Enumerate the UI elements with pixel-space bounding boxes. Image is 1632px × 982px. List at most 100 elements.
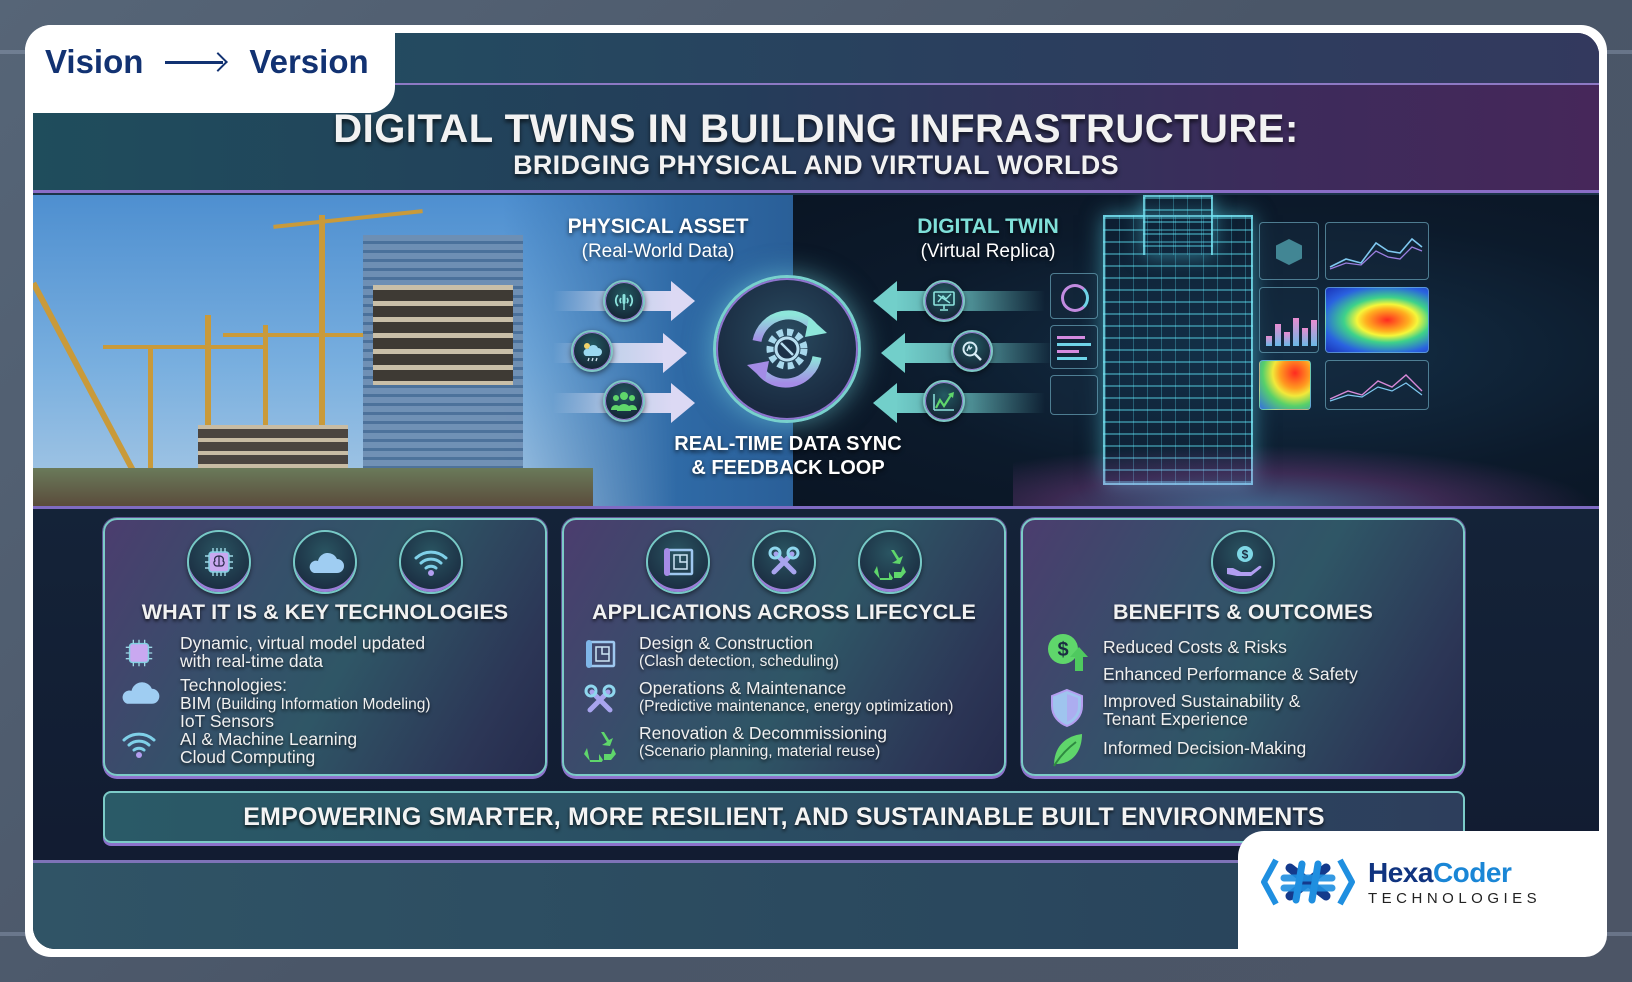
wrench-tools-icon xyxy=(578,680,622,720)
vision-label: Vision xyxy=(45,43,144,80)
cost-savings-icon: $ xyxy=(1043,630,1091,674)
benefits-card: $ BENEFITS & OUTCOMES $ Reduced Costs & … xyxy=(1021,518,1465,776)
sync-line-2: & FEEDBACK LOOP xyxy=(691,457,885,479)
data-wave xyxy=(1013,445,1599,508)
list-item: with real-time data xyxy=(180,651,323,671)
list-item: Enhanced Performance & Safety xyxy=(1103,664,1358,684)
key-technologies-card: WHAT IT IS & KEY TECHNOLOGIES Dynamic, v… xyxy=(103,518,547,776)
list-item: IoT Sensors xyxy=(180,711,275,731)
page-title: DIGITAL TWINS IN BUILDING INFRASTRUCTURE… xyxy=(333,107,1299,151)
applications-card: APPLICATIONS ACROSS LIFECYCLE Design & C… xyxy=(562,518,1006,776)
dashboard-radar-panel xyxy=(1259,222,1319,280)
blueprint-icon xyxy=(646,530,710,594)
ai-chip-icon xyxy=(119,634,159,672)
infographic: DIGITAL TWINS IN BUILDING INFRASTRUCTURE… xyxy=(33,33,1599,949)
vision-version-banner: Vision Version xyxy=(25,25,395,113)
physical-asset-label: PHYSICAL ASSET (Real-World Data) xyxy=(558,215,758,263)
list-item: Informed Decision-Making xyxy=(1103,738,1307,758)
feedback-arrow xyxy=(873,281,1045,321)
leaf-icon xyxy=(1045,730,1089,770)
card-title: BENEFITS & OUTCOMES xyxy=(1113,600,1373,624)
crane-icon xyxy=(205,315,211,505)
shield-icon xyxy=(1045,686,1089,730)
list-item: Improved Sustainability & xyxy=(1103,691,1301,711)
hexacoder-mark-icon xyxy=(1261,858,1355,906)
sensor-tower-icon xyxy=(603,280,645,322)
list-item-detail: (Scenario planning, material reuse) xyxy=(639,743,881,760)
dashboard-trend-chart xyxy=(1325,360,1429,410)
list-item-label: Operations & Maintenance xyxy=(639,678,847,698)
digital-caption: (Virtual Replica) xyxy=(920,241,1056,262)
page-subtitle: BRIDGING PHYSICAL AND VIRTUAL WORLDS xyxy=(513,150,1119,180)
list-item-detail: (Clash detection, scheduling) xyxy=(639,653,839,670)
holographic-building-top xyxy=(1143,195,1213,255)
svg-text:$: $ xyxy=(1242,548,1249,562)
dashboard-line-chart xyxy=(1325,222,1429,280)
list-item-label: Design & Construction xyxy=(639,633,814,653)
money-hand-icon: $ xyxy=(1211,530,1275,594)
background-line xyxy=(1607,50,1632,54)
physical-heading: PHYSICAL ASSET xyxy=(567,215,749,238)
list-item-label: Renovation & Decommissioning xyxy=(639,723,888,743)
sync-label: REAL-TIME DATA SYNC & FEEDBACK LOOP xyxy=(633,432,943,480)
crane-icon xyxy=(223,333,373,337)
wrench-tools-icon xyxy=(752,530,816,594)
background-line xyxy=(1607,932,1632,936)
list-item: AI & Machine Learning xyxy=(180,729,358,749)
card-icon-row: $ xyxy=(1023,530,1463,594)
sync-line-1: REAL-TIME DATA SYNC xyxy=(674,433,902,455)
wifi-icon xyxy=(399,530,463,594)
dashboard-icons-panel xyxy=(1050,375,1098,415)
list-item: Reduced Costs & Risks xyxy=(1103,637,1287,657)
list-item: BIM (Building Information Modeling) xyxy=(180,694,431,714)
bim-detail: (Building Information Modeling) xyxy=(216,696,431,713)
crane-icon xyxy=(148,345,153,495)
long-right-arrow-icon xyxy=(165,52,227,72)
dashboard-heatmap-small xyxy=(1259,360,1311,410)
gear-sync-icon xyxy=(713,275,861,423)
list-item: Technologies: xyxy=(180,675,288,695)
dashboard-heatmap xyxy=(1325,287,1429,353)
card-title: APPLICATIONS ACROSS LIFECYCLE xyxy=(592,600,976,624)
recycle-icon xyxy=(858,530,922,594)
dashboard-gauge-panel xyxy=(1050,273,1098,319)
dashboard-bar-chart xyxy=(1259,287,1319,353)
digital-heading: DIGITAL TWIN xyxy=(917,215,1059,238)
svg-text:$: $ xyxy=(1057,639,1068,661)
card-icon-row xyxy=(105,530,545,594)
title-band: DIGITAL TWINS IN BUILDING INFRASTRUCTURE… xyxy=(33,33,1599,193)
logo-name-part2: Coder xyxy=(1432,857,1512,888)
crane-icon xyxy=(319,215,325,505)
search-analysis-icon xyxy=(951,330,993,372)
list-item: Tenant Experience xyxy=(1103,709,1248,729)
monitor-analytics-icon xyxy=(923,280,965,322)
divider xyxy=(33,506,1599,509)
blueprint-icon xyxy=(578,634,622,674)
logo-name: HexaCoder xyxy=(1368,857,1541,889)
card-icon-row xyxy=(564,530,1004,594)
logo-text: HexaCoder TECHNOLOGIES xyxy=(1368,857,1541,907)
crane-icon xyxy=(263,325,268,475)
logo-name-part1: Hexa xyxy=(1368,857,1433,888)
physical-caption: (Real-World Data) xyxy=(581,241,735,262)
divider xyxy=(33,190,1599,193)
logo-subtitle: TECHNOLOGIES xyxy=(1368,890,1542,907)
bim-label: BIM xyxy=(180,693,212,713)
card-title: WHAT IT IS & KEY TECHNOLOGIES xyxy=(141,600,509,624)
dashboard-bars-panel xyxy=(1050,325,1098,369)
hexacoder-logo: HexaCoder TECHNOLOGIES xyxy=(1238,831,1607,957)
digital-twin-label: DIGITAL TWIN (Virtual Replica) xyxy=(888,215,1088,263)
wifi-icon xyxy=(119,726,159,762)
cloud-icon xyxy=(115,674,163,710)
trend-up-icon xyxy=(923,380,965,422)
feedback-arrow xyxy=(873,383,1045,423)
list-item-detail: (Predictive maintenance, energy optimiza… xyxy=(639,698,954,715)
hero-section: PHYSICAL ASSET (Real-World Data) DIGITAL… xyxy=(33,195,1599,508)
crane-icon xyxy=(103,345,263,349)
construction-ground xyxy=(33,468,593,508)
cloud-icon xyxy=(293,530,357,594)
version-label: Version xyxy=(249,43,369,80)
background-line xyxy=(0,50,30,54)
ai-chip-icon xyxy=(187,530,251,594)
tagline-banner: EMPOWERING SMARTER, MORE RESILIENT, AND … xyxy=(103,791,1465,843)
